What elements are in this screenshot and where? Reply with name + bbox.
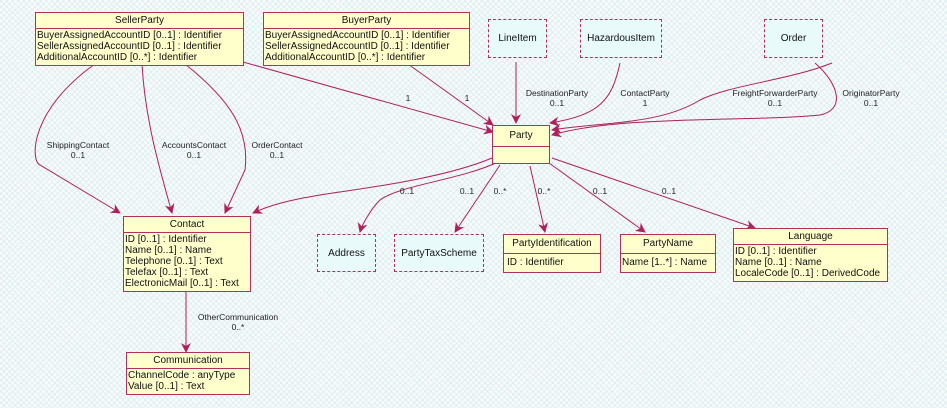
multiplicity: 0..1 xyxy=(399,186,415,196)
edge-party-name xyxy=(548,162,646,233)
class-party[interactable]: Party xyxy=(492,125,550,164)
ref-label: Order xyxy=(780,33,807,44)
role-name: OtherCommunication xyxy=(197,312,279,322)
label-other-communication: OtherCommunication 0..* xyxy=(198,312,278,332)
class-title: PartyIdentification xyxy=(504,235,600,254)
ref-label: PartyTaxScheme xyxy=(401,247,477,259)
class-attribute: Telefax [0..1] : Text xyxy=(125,267,209,278)
ref-address[interactable]: Address xyxy=(317,234,376,272)
class-attribute: Value [0..1] : Text xyxy=(128,381,205,392)
class-language[interactable]: Language ID [0..1] : Identifier Name [0.… xyxy=(733,228,888,282)
edge-party-identification xyxy=(529,165,548,233)
class-attribute: SellerAssignedAccountID [0..1] : Identif… xyxy=(265,41,450,52)
multiplicity: 0..* xyxy=(493,186,507,196)
multiplicity: 1 xyxy=(642,98,648,108)
edge-shipping-contact xyxy=(34,63,121,214)
class-title: PartyName xyxy=(621,235,715,254)
label-seller-to-party: 1 xyxy=(406,93,411,103)
edge-party-language xyxy=(551,157,756,230)
class-title: SellerParty xyxy=(36,13,243,29)
class-attribute: Name [0..1] : Name xyxy=(735,257,822,268)
multiplicity: 0..1 xyxy=(269,150,285,160)
role-name: AccountsContact xyxy=(161,140,227,150)
label-party-address: 0..1 xyxy=(460,186,474,196)
multiplicity: 1 xyxy=(405,93,411,103)
label-originator-party: OriginatorParty 0..1 xyxy=(842,88,899,108)
class-attribute: Name [1..*] : Name xyxy=(622,257,708,268)
class-attribute: Name [0..1] : Name xyxy=(125,245,212,256)
class-seller-party[interactable]: SellerParty BuyerAssignedAccountID [0..1… xyxy=(35,12,244,66)
class-title: Language xyxy=(734,229,887,245)
ref-line-item[interactable]: LineItem xyxy=(488,19,547,58)
label-party-contact: 0..1 xyxy=(400,186,414,196)
ref-label: LineItem xyxy=(498,33,537,44)
edge-accounts-contact xyxy=(141,63,175,214)
label-accounts-contact: AccountsContact 0..1 xyxy=(162,140,226,160)
class-party-identification[interactable]: PartyIdentification ID : Identifier xyxy=(503,234,601,273)
ref-party-tax-scheme[interactable]: PartyTaxScheme xyxy=(394,234,484,272)
class-attribute: ID : Identifier xyxy=(507,257,564,268)
class-attribute: SellerAssignedAccountID [0..1] : Identif… xyxy=(37,41,222,52)
multiplicity: 0..1 xyxy=(186,150,202,160)
role-name: FreightForwarderParty xyxy=(732,88,818,98)
role-name: OriginatorParty xyxy=(842,88,900,98)
multiplicity: 0..1 xyxy=(459,186,475,196)
label-party-tax-scheme: 0..* xyxy=(494,186,507,196)
label-party-language: 0..1 xyxy=(662,186,676,196)
label-shipping-contact: ShippingContact 0..1 xyxy=(47,140,109,160)
class-title: Contact xyxy=(124,217,250,233)
class-party-name[interactable]: PartyName Name [1..*] : Name xyxy=(620,234,716,273)
multiplicity: 0..1 xyxy=(661,186,677,196)
class-attribute: BuyerAssignedAccountID [0..1] : Identifi… xyxy=(265,30,451,41)
label-party-name: 0..1 xyxy=(593,186,607,196)
multiplicity: 0..1 xyxy=(767,98,783,108)
edge-buyer-to-party xyxy=(407,63,494,126)
edge-hazardous-to-party xyxy=(549,62,621,127)
class-attribute: ChannelCode : anyType xyxy=(128,370,236,381)
multiplicity: 0..1 xyxy=(592,186,608,196)
class-attribute: LocaleCode [0..1] : DerivedCode xyxy=(735,268,881,279)
class-attribute: AdditionalAccountID [0..*] : Identifier xyxy=(265,52,426,63)
role-name: DestinationParty xyxy=(525,88,589,98)
label-order-contact: OrderContact 0..1 xyxy=(251,140,302,160)
label-destination-party: DestinationParty 0..1 xyxy=(526,88,588,108)
edge-party-taxscheme xyxy=(454,164,501,233)
edge-order-contact xyxy=(184,63,247,214)
label-freight-forwarder-party: FreightForwarderParty 0..1 xyxy=(732,88,817,108)
class-attribute: BuyerAssignedAccountID [0..1] : Identifi… xyxy=(37,30,223,41)
class-attribute: ID [0..1] : Identifier xyxy=(735,246,817,257)
ref-order[interactable]: Order xyxy=(764,19,823,58)
edge-order-freight-to-party xyxy=(551,62,833,134)
class-title: Communication xyxy=(127,353,249,369)
multiplicity: 0..1 xyxy=(549,98,565,108)
class-buyer-party[interactable]: BuyerParty BuyerAssignedAccountID [0..1]… xyxy=(263,12,470,66)
class-title: Party xyxy=(493,126,549,147)
multiplicity: 1 xyxy=(464,93,470,103)
multiplicity: 0..* xyxy=(231,322,245,332)
label-buyer-to-party: 1 xyxy=(465,93,470,103)
label-party-identification: 0..* xyxy=(538,186,551,196)
class-attribute: Telephone [0..1] : Text xyxy=(125,256,223,267)
multiplicity: 0..1 xyxy=(70,150,86,160)
class-attribute: AdditionalAccountID [0..*] : Identifier xyxy=(37,52,198,63)
class-attribute: ElectronicMail [0..1] : Text xyxy=(125,278,239,289)
ref-hazardous-item[interactable]: HazardousItem xyxy=(580,19,662,58)
role-name: ShippingContact xyxy=(46,140,110,150)
edge-seller-to-party xyxy=(242,61,494,135)
class-contact[interactable]: Contact ID [0..1] : Identifier Name [0..… xyxy=(123,216,251,292)
edge-party-contact xyxy=(252,157,493,214)
class-attributes-empty xyxy=(493,147,549,163)
role-name: ContactParty xyxy=(620,88,670,98)
class-communication[interactable]: Communication ChannelCode : anyType Valu… xyxy=(126,352,250,395)
edge-party-address xyxy=(357,161,499,233)
class-title: BuyerParty xyxy=(264,13,469,29)
edge-order-originator-to-party xyxy=(551,62,837,138)
role-name: OrderContact xyxy=(251,140,303,150)
multiplicity: 0..1 xyxy=(863,98,879,108)
ref-label: HazardousItem xyxy=(587,33,655,44)
label-contact-party: ContactParty 1 xyxy=(620,88,669,108)
class-attribute: ID [0..1] : Identifier xyxy=(125,234,207,245)
multiplicity: 0..* xyxy=(537,186,551,196)
ref-label: Address xyxy=(328,247,365,259)
